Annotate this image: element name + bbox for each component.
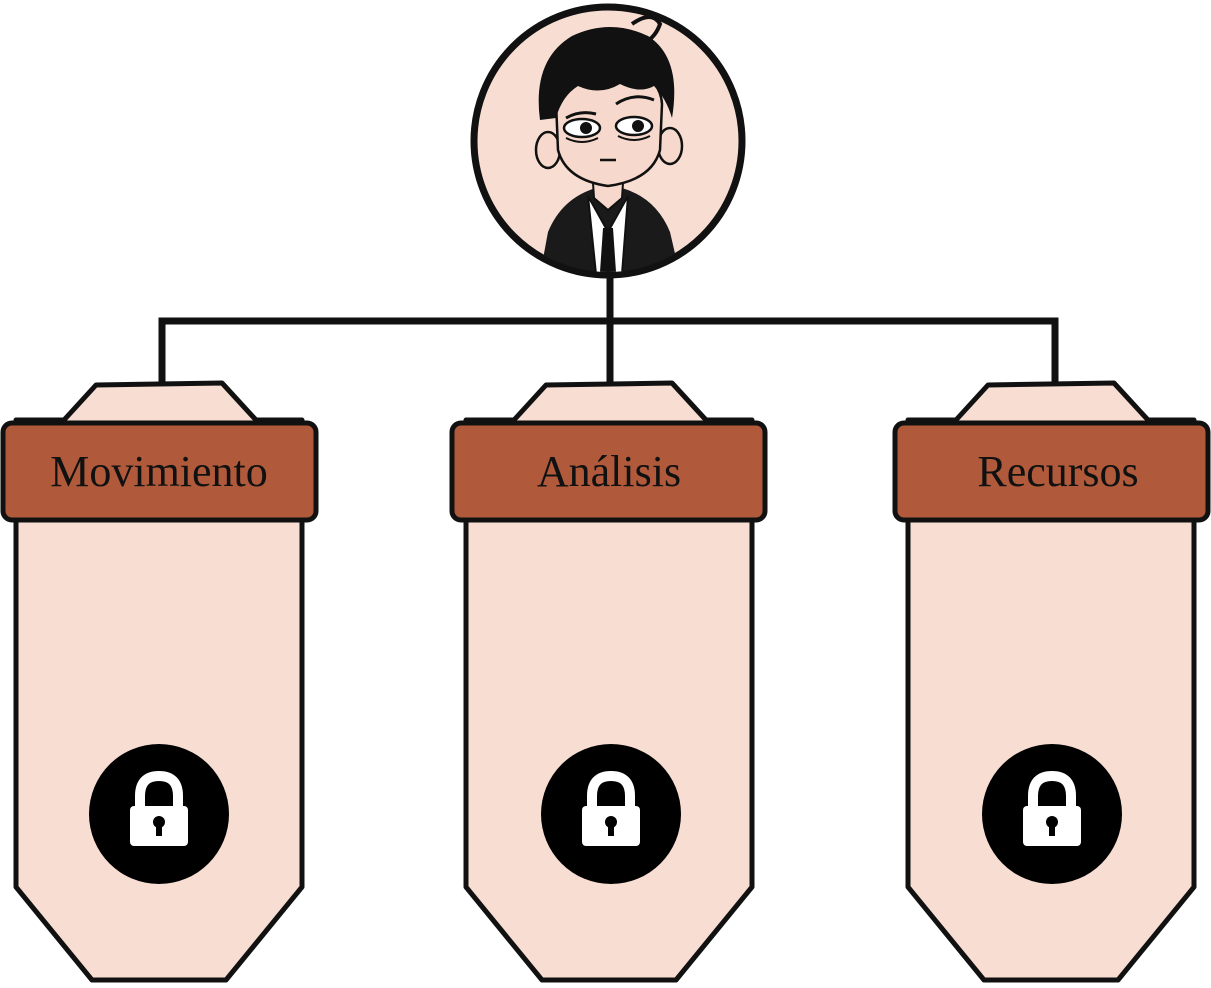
branch-card-body bbox=[463, 380, 755, 983]
character-portrait-icon bbox=[534, 15, 684, 272]
branch-card-recursos[interactable]: Recursos bbox=[892, 380, 1211, 983]
lock-icon bbox=[541, 744, 681, 884]
branch-card-body bbox=[905, 380, 1197, 983]
tree-connectors bbox=[158, 275, 1059, 390]
branch-header bbox=[449, 420, 768, 523]
branch-title: Recursos bbox=[977, 447, 1138, 496]
branch-title: Análisis bbox=[537, 447, 681, 496]
lock-icon bbox=[982, 744, 1122, 884]
connector-crossbar bbox=[158, 317, 1059, 385]
branch-header bbox=[0, 420, 319, 523]
branch-card-analisis[interactable]: Análisis bbox=[449, 380, 768, 983]
branch-header bbox=[892, 420, 1211, 523]
branch-title: Movimiento bbox=[50, 447, 268, 496]
lock-icon bbox=[89, 744, 229, 884]
character-avatar[interactable] bbox=[470, 3, 746, 279]
branch-card-body bbox=[13, 380, 305, 983]
branch-card-movimiento[interactable]: Movimiento bbox=[0, 380, 319, 983]
